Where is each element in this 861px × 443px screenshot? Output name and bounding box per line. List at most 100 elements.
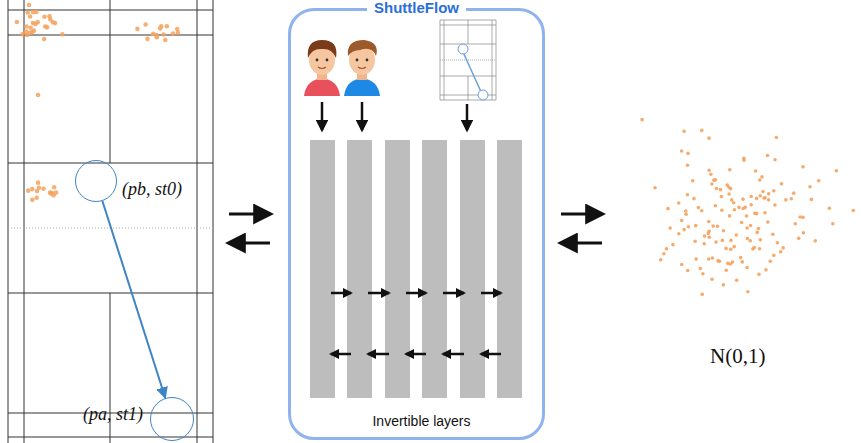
sample-dot [835, 169, 839, 173]
sample-dot [814, 239, 818, 243]
sample-dot [732, 201, 736, 205]
sample-dot [745, 214, 749, 218]
sample-dot [686, 152, 690, 156]
sample-dot [740, 221, 744, 225]
landing-dot [158, 26, 163, 31]
landing-dot [28, 14, 33, 19]
landing-dot [35, 189, 40, 194]
sample-dot [780, 182, 784, 186]
sample-dot [687, 225, 691, 229]
sample-dot [700, 129, 704, 133]
landing-dot [60, 32, 65, 37]
forward-arrow [406, 292, 426, 295]
landing-dot [41, 186, 46, 191]
sample-dot [772, 189, 776, 193]
sample-dot [662, 252, 666, 256]
sample-dot [691, 179, 695, 183]
inverse-arrow [481, 353, 501, 356]
sample-dot [700, 209, 704, 213]
sample-dot [686, 193, 690, 197]
sample-dot [802, 231, 806, 235]
sample-dot [753, 246, 757, 250]
sample-dot [784, 198, 788, 202]
landing-dot [161, 32, 166, 37]
landing-dot [151, 32, 156, 37]
sample-dot [727, 192, 731, 196]
sample-dot [748, 239, 752, 243]
landing-dot [43, 24, 48, 29]
sample-dot [711, 256, 715, 260]
sample-dot [767, 192, 771, 196]
layer-bar [385, 140, 410, 398]
sample-dot [720, 195, 724, 199]
sample-dot [677, 201, 681, 205]
sample-dot [707, 136, 711, 140]
forward-arrow [368, 292, 389, 295]
sample-dot [707, 168, 711, 172]
sample-dot [801, 165, 805, 169]
sample-dot [755, 231, 759, 235]
landing-dot [54, 190, 59, 195]
sample-dot [767, 198, 771, 202]
sample-dot [722, 229, 726, 233]
sample-dot [677, 232, 681, 236]
sample-dot [749, 195, 753, 199]
sample-dot [759, 238, 763, 242]
sample-dot [724, 247, 728, 251]
sample-dot [724, 268, 728, 272]
sample-dot [771, 233, 775, 237]
sample-dot [769, 259, 773, 263]
sample-dot [797, 237, 801, 241]
sample-dot [694, 224, 698, 228]
landing-dot [163, 38, 168, 43]
layer-bar [347, 140, 372, 398]
distribution-label: N(0,1) [710, 344, 765, 369]
landing-dot [27, 3, 32, 8]
sample-dot [781, 246, 785, 250]
sample-dot [680, 149, 684, 153]
sample-dot [701, 272, 705, 276]
landing-dot [15, 20, 20, 25]
sample-dot [729, 248, 733, 252]
model-panel: ShuttleFlowInvertible layers [288, 8, 545, 440]
invertible-layer-bars [310, 140, 522, 398]
panel-title: ShuttleFlow [367, 0, 466, 17]
inverse-arrow [331, 353, 351, 356]
sample-dot [682, 228, 686, 232]
landing-dot [35, 20, 40, 25]
position-circle: (pb, st0) [75, 160, 117, 202]
sample-dot [729, 239, 733, 243]
layer-bar [497, 140, 522, 398]
sample-dot [693, 239, 697, 243]
sample-dot [831, 222, 835, 226]
landing-dot [145, 37, 150, 42]
sample-dot [720, 208, 724, 212]
sample-dot [680, 263, 684, 267]
landing-dot [165, 24, 170, 29]
sample-dot [684, 212, 688, 216]
landing-dot [34, 10, 39, 15]
player-icon [344, 40, 380, 96]
sample-dot [728, 168, 732, 172]
sample-dot [755, 197, 759, 201]
player-icon [304, 40, 340, 96]
sample-dot [801, 216, 805, 220]
sample-dot [694, 257, 698, 261]
sample-dot [775, 136, 779, 140]
sample-dot [790, 197, 794, 201]
sample-dot [671, 243, 675, 247]
sample-dot [728, 214, 732, 218]
sample-dot [731, 260, 735, 264]
sample-dot [808, 185, 812, 189]
landing-dots [15, 3, 181, 202]
sample-dot [684, 209, 688, 213]
sample-dot [772, 254, 776, 258]
sample-dot [773, 203, 777, 207]
landing-dot [171, 31, 176, 36]
sample-dot [741, 207, 745, 211]
sample-dot [666, 207, 670, 211]
sample-dot [754, 169, 758, 173]
landing-dot [24, 24, 29, 29]
